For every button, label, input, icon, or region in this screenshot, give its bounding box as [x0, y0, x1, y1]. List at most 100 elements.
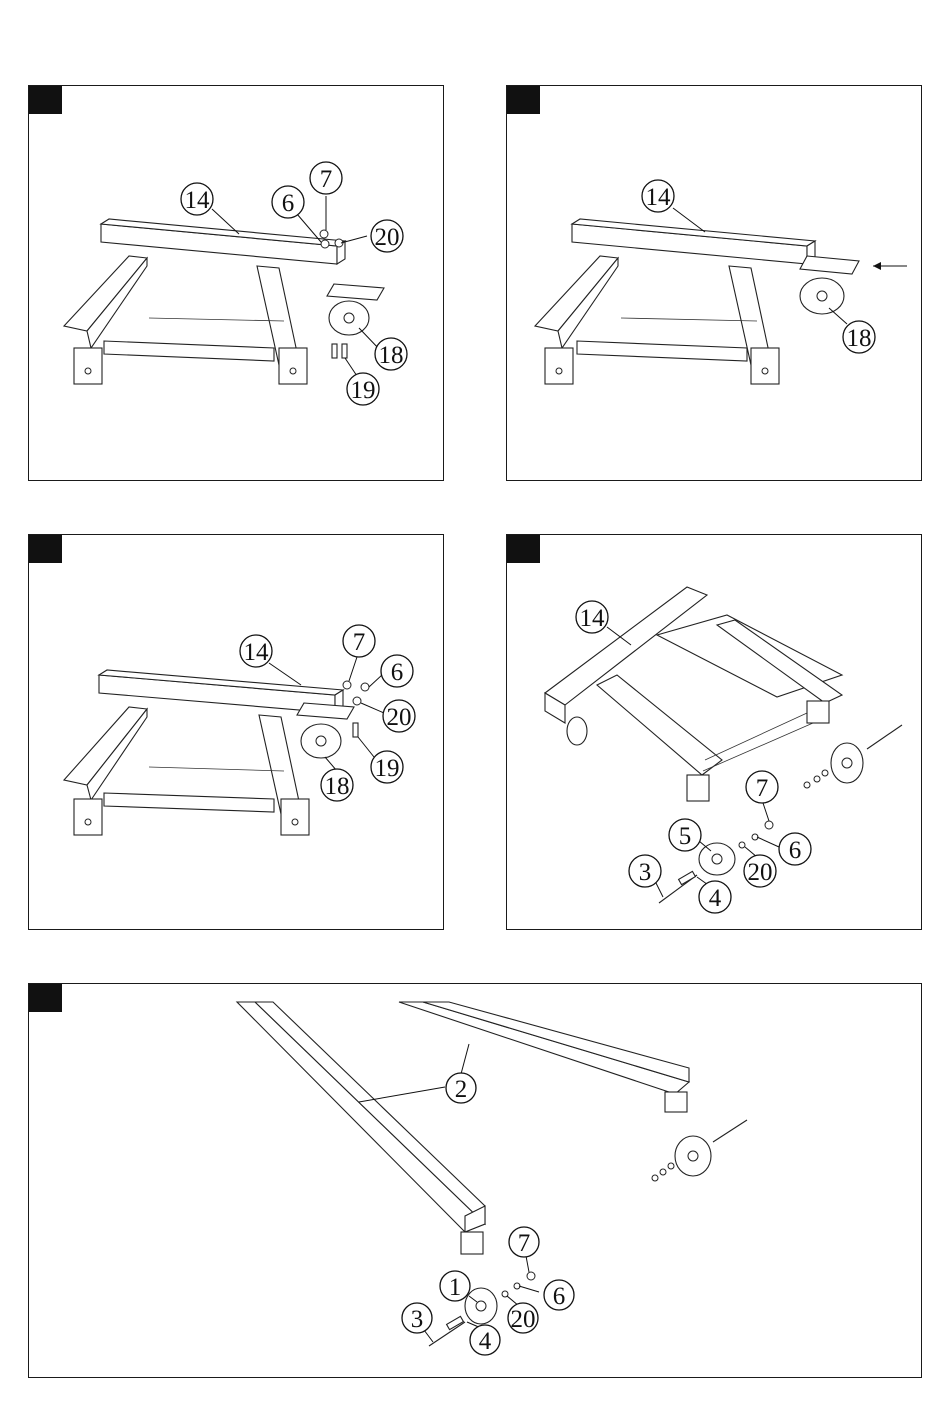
- washer-20: [739, 842, 745, 848]
- callout-20: 20: [744, 855, 776, 887]
- callout-4: 4: [699, 881, 731, 913]
- callout-7: 7: [746, 771, 778, 803]
- leg-tube-left: [237, 1002, 485, 1232]
- svg-text:6: 6: [789, 837, 802, 864]
- svg-text:2: 2: [455, 1076, 468, 1103]
- svg-text:3: 3: [639, 859, 652, 886]
- svg-text:4: 4: [479, 1328, 492, 1355]
- frame-foot-left: [74, 799, 102, 835]
- frame-foot-front: [687, 775, 709, 801]
- spacer-4: [447, 1316, 464, 1329]
- callout-14: 14: [240, 635, 272, 667]
- callout-7: 7: [343, 625, 375, 657]
- callout-5: 5: [669, 819, 701, 851]
- svg-text:20: 20: [511, 1306, 536, 1333]
- assembly-step-panel-4: 14 7 5 6 3 20 4: [506, 534, 922, 930]
- assembly-diagram-4: 14 7 5 6 3 20 4: [507, 535, 923, 931]
- svg-text:18: 18: [847, 325, 872, 352]
- callout-7: 7: [509, 1227, 539, 1257]
- frame-foot-right: [279, 348, 307, 384]
- callout-1: 1: [440, 1271, 470, 1301]
- caster-wheel-back: [567, 717, 587, 745]
- caster-plate-18: [327, 284, 384, 300]
- frame-base: [104, 793, 274, 812]
- callout-14: 14: [576, 601, 608, 633]
- svg-text:3: 3: [411, 1306, 424, 1333]
- svg-text:20: 20: [748, 859, 773, 886]
- caster-plate-18: [800, 256, 859, 274]
- callout-14: 14: [181, 183, 213, 215]
- bolt-right: [713, 1120, 747, 1142]
- frame-base: [104, 341, 274, 361]
- assembly-step-panel-5: 2 7 1 6 3 20 4: [28, 983, 922, 1378]
- callout-6: 6: [272, 186, 304, 218]
- bolt-19-a: [332, 344, 337, 358]
- svg-text:1: 1: [449, 1274, 462, 1301]
- nut-7: [320, 230, 328, 238]
- svg-text:4: 4: [709, 885, 722, 912]
- callout-19: 19: [371, 751, 403, 783]
- svg-text:14: 14: [646, 184, 672, 211]
- frame-foot-left: [545, 348, 573, 384]
- washer-6: [321, 240, 329, 248]
- bolt-19-b: [342, 344, 347, 358]
- callout-18: 18: [321, 769, 353, 801]
- frame-foot-right: [807, 701, 829, 723]
- nut-7: [527, 1272, 535, 1280]
- bolt-right: [867, 725, 902, 749]
- svg-text:14: 14: [580, 605, 606, 632]
- leg-tube-right: [399, 1002, 689, 1094]
- svg-text:18: 18: [325, 773, 350, 800]
- callout-3: 3: [402, 1303, 432, 1333]
- svg-text:7: 7: [518, 1230, 531, 1257]
- assembly-step-panel-2: 14 18: [506, 85, 922, 481]
- svg-text:18: 18: [379, 342, 404, 369]
- nut-7: [765, 821, 773, 829]
- assembly-diagram-2: 14 18: [507, 86, 923, 482]
- callout-20: 20: [371, 220, 403, 252]
- svg-text:7: 7: [756, 775, 769, 802]
- bolt-19: [353, 723, 358, 737]
- callout-2: 2: [446, 1073, 476, 1103]
- assembly-step-panel-3: 14 7 6 20 18 19: [28, 534, 444, 930]
- callout-20: 20: [508, 1303, 538, 1333]
- svg-text:20: 20: [375, 224, 400, 251]
- callout-4: 4: [470, 1325, 500, 1355]
- svg-text:20: 20: [387, 704, 412, 731]
- callout-3: 3: [629, 855, 661, 887]
- svg-text:6: 6: [391, 659, 404, 686]
- svg-text:5: 5: [679, 823, 692, 850]
- callout-20: 20: [383, 700, 415, 732]
- callout-18: 18: [843, 321, 875, 353]
- svg-text:6: 6: [553, 1283, 566, 1310]
- callout-6: 6: [544, 1280, 574, 1310]
- arrow-head-icon: [873, 262, 881, 270]
- svg-text:7: 7: [353, 629, 366, 656]
- callout-18: 18: [375, 338, 407, 370]
- washer-20: [353, 697, 361, 705]
- frame-foot-right: [281, 799, 309, 835]
- frame-base: [577, 341, 747, 361]
- frame-foot-right: [751, 348, 779, 384]
- assembly-diagram-1: 14 7 6 20 18 19: [29, 86, 445, 482]
- assembly-diagram-5: 2 7 1 6 3 20 4: [29, 984, 923, 1379]
- assembly-diagram-3: 14 7 6 20 18 19: [29, 535, 445, 931]
- svg-text:14: 14: [185, 187, 211, 214]
- callout-6: 6: [381, 655, 413, 687]
- callout-19: 19: [347, 373, 379, 405]
- leg-bracket-right: [665, 1092, 687, 1112]
- svg-text:6: 6: [282, 190, 295, 217]
- frame-side-left: [597, 675, 722, 775]
- assembly-step-panel-1: 14 7 6 20 18 19: [28, 85, 444, 481]
- frame-foot-left: [74, 348, 102, 384]
- callout-6: 6: [779, 833, 811, 865]
- svg-text:19: 19: [351, 377, 376, 404]
- svg-text:7: 7: [320, 166, 333, 193]
- leg-bracket-left: [461, 1232, 483, 1254]
- svg-text:14: 14: [244, 639, 270, 666]
- callout-14: 14: [642, 180, 674, 212]
- nut-7: [343, 681, 351, 689]
- svg-text:19: 19: [375, 755, 400, 782]
- caster-plate-18: [297, 703, 354, 719]
- callout-7: 7: [310, 162, 342, 194]
